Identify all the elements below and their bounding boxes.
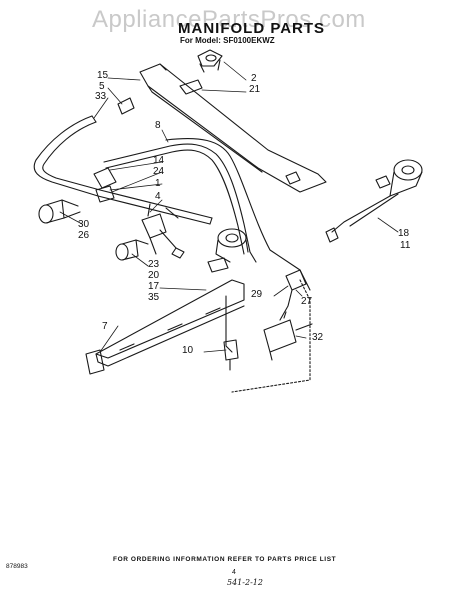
knob-part-lower [115, 239, 149, 261]
lower-bracket-part [95, 279, 245, 367]
burner-mount-part [197, 49, 223, 73]
model-line: For Model: SF0100EKWZ [180, 36, 275, 45]
callout-24: 24 [153, 166, 165, 177]
callout-21: 21 [249, 84, 261, 95]
callout-17: 17 [148, 281, 160, 292]
knob-part [38, 199, 81, 224]
callout-27: 27 [301, 296, 313, 307]
callout-29: 29 [251, 289, 263, 300]
right-burner-part [325, 159, 423, 243]
manifold-pipe-part [33, 115, 213, 225]
callout-35: 35 [148, 292, 160, 303]
top-bracket-part [139, 63, 327, 193]
callout-7: 7 [102, 321, 108, 332]
callout-15: 15 [97, 70, 109, 81]
callout-5: 5 [99, 81, 105, 92]
callout-4: 4 [155, 191, 161, 202]
leader-lines [59, 61, 399, 353]
callout-20: 20 [148, 270, 160, 281]
center-burner-part [207, 228, 249, 273]
callout-32: 32 [312, 332, 324, 343]
mounting-foot-part [85, 349, 105, 375]
diagram-title: MANIFOLD PARTS [178, 20, 326, 37]
document-number: 878983 [6, 563, 28, 570]
callout-23: 23 [148, 259, 160, 270]
callout-18: 18 [398, 228, 410, 239]
regulator-part [263, 269, 313, 361]
page-number: 4 [232, 569, 236, 576]
gas-tube-part [103, 138, 311, 291]
clip-part [117, 97, 135, 115]
callout-14: 14 [153, 155, 165, 166]
ordering-note: FOR ORDERING INFORMATION REFER TO PARTS … [113, 556, 337, 563]
valve-assembly-part [93, 167, 185, 259]
callout-1: 1 [155, 178, 161, 189]
handwritten-note: 541-2-12 [227, 578, 263, 587]
watermark: AppliancePartsPros.com [92, 6, 366, 33]
callout-26: 26 [78, 230, 90, 241]
callout-11: 11 [400, 240, 411, 251]
callout-2: 2 [251, 73, 257, 84]
callout-10: 10 [182, 345, 194, 356]
callout-8: 8 [155, 120, 161, 131]
igniter-part [223, 339, 239, 371]
callout-30: 30 [78, 219, 90, 230]
callout-33: 33 [95, 91, 107, 102]
reference-line [231, 279, 311, 393]
